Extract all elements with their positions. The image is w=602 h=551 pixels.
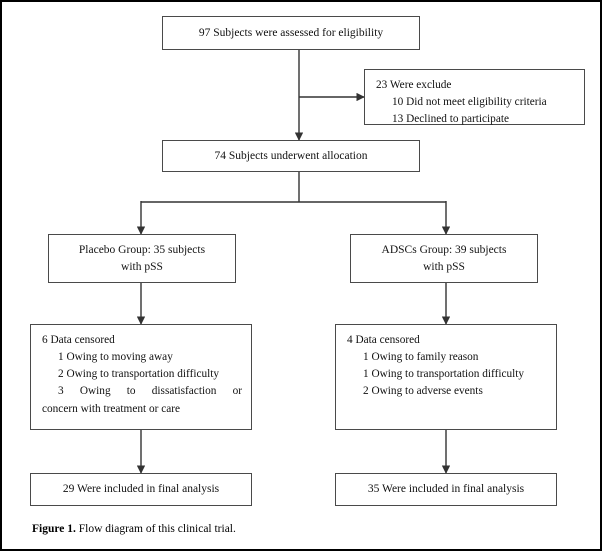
node-assessed-label: 97 Subjects were assessed for eligibilit… xyxy=(198,26,384,39)
excluded-item-1: 13 Declined to participate xyxy=(392,113,510,126)
adscs-censored-item-1: 1 Owing to transportation difficulty xyxy=(363,368,525,381)
adscs-censored-head: 4 Data censored xyxy=(347,334,420,346)
adscs-group-line1: ADSCs Group: 39 subjects xyxy=(381,243,507,256)
adscs-censored-item-2: 2 Owing to adverse events xyxy=(363,385,483,398)
placebo-final-label: 29 Were included in final analysis xyxy=(62,483,220,496)
node-were-excluded: 23 Were exclude 10 Did not meet eligibil… xyxy=(364,69,585,125)
placebo-censored-head: 6 Data censored xyxy=(42,334,115,346)
placebo-censored-item-2: 3 Owing to dissatisfaction or xyxy=(58,385,242,398)
placebo-group-text: Placebo Group: 35 subjects with pSS xyxy=(79,242,205,275)
adscs-censored-item-0: 1 Owing to family reason xyxy=(363,351,479,364)
placebo-censored-item-3: concern with treatment or care xyxy=(42,402,181,415)
adscs-group-text: ADSCs Group: 39 subjects with pSS xyxy=(382,242,507,275)
node-adscs-final-analysis: 35 Were included in final analysis xyxy=(335,473,557,506)
node-placebo-group: Placebo Group: 35 subjects with pSS xyxy=(48,234,236,283)
node-assessed-for-eligibility: 97 Subjects were assessed for eligibilit… xyxy=(162,16,420,50)
node-placebo-final-analysis: 29 Were included in final analysis xyxy=(30,473,252,506)
placebo-group-line2: with pSS xyxy=(121,260,163,273)
figure-caption-text: Flow diagram of this clinical trial. xyxy=(78,523,236,535)
placebo-group-line1: Placebo Group: 35 subjects xyxy=(78,243,206,256)
node-underwent-allocation: 74 Subjects underwent allocation xyxy=(162,140,420,172)
placebo-censored-item-1: 2 Owing to transportation difficulty xyxy=(58,368,220,381)
excluded-item-0: 10 Did not meet eligibility criteria xyxy=(392,96,547,109)
adscs-final-label: 35 Were included in final analysis xyxy=(367,483,525,496)
node-adscs-data-censored: 4 Data censored 1 Owing to family reason… xyxy=(335,324,557,430)
figure-caption-label: Figure 1. xyxy=(32,523,76,535)
figure-caption: Figure 1. Flow diagram of this clinical … xyxy=(32,521,572,537)
node-allocation-label: 74 Subjects underwent allocation xyxy=(214,149,368,162)
excluded-head: 23 Were exclude xyxy=(376,79,452,91)
placebo-censored-item-0: 1 Owing to moving away xyxy=(58,351,173,364)
node-placebo-data-censored: 6 Data censored 1 Owing to moving away 2… xyxy=(30,324,252,430)
adscs-group-line2: with pSS xyxy=(423,260,465,273)
node-adscs-group: ADSCs Group: 39 subjects with pSS xyxy=(350,234,538,283)
